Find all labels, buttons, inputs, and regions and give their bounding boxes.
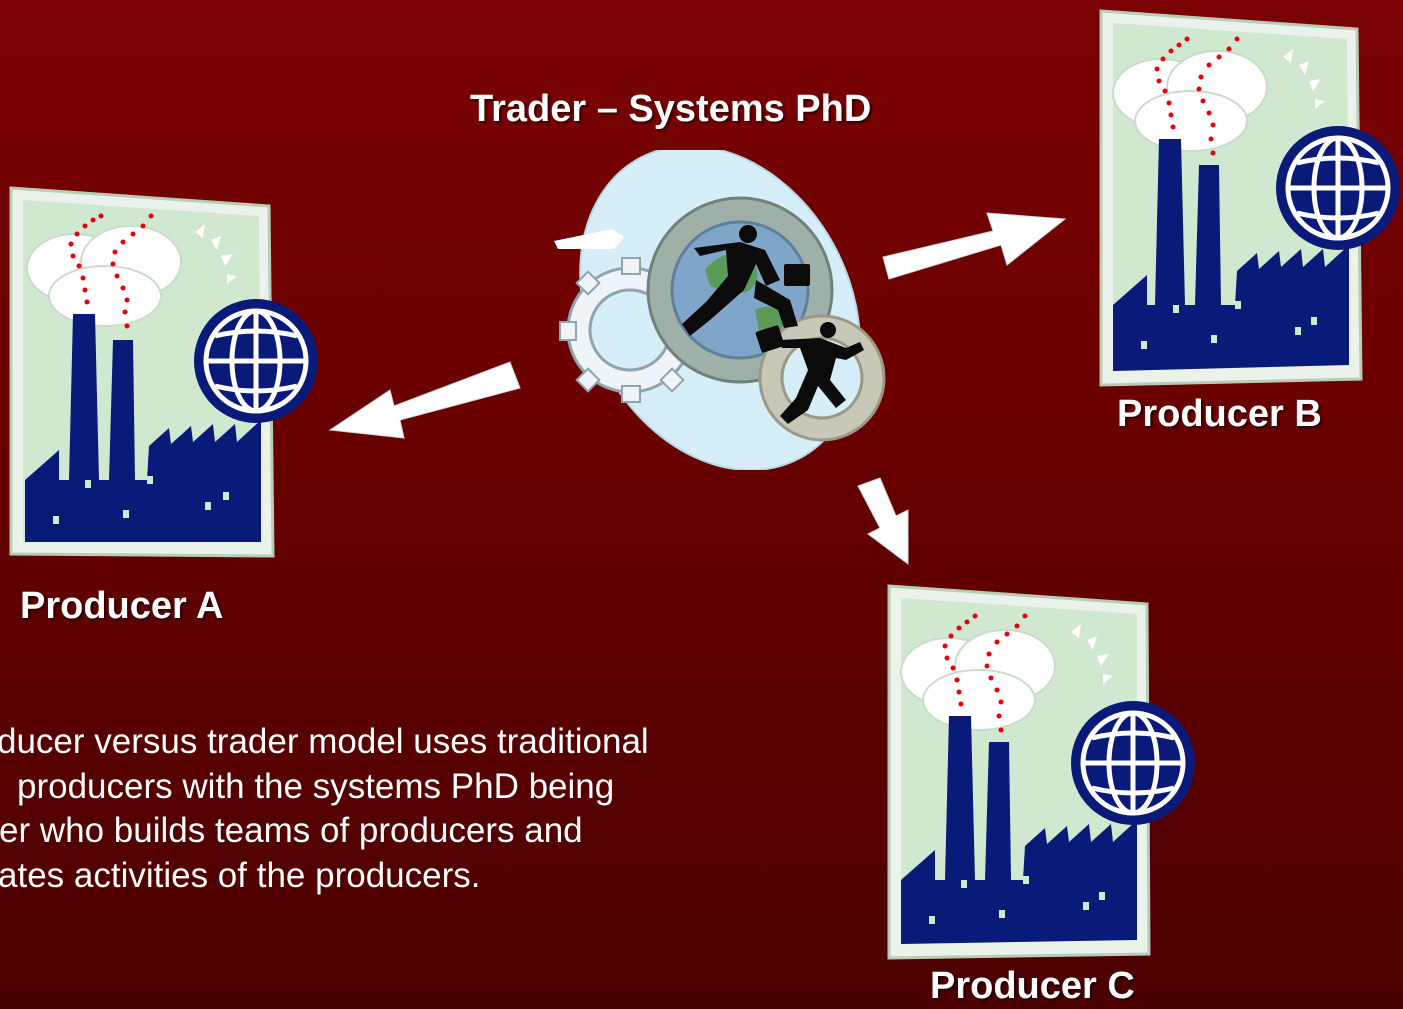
- description-line-4: ates activities of the producers.: [0, 855, 481, 895]
- description-line-3: er who builds teams of producers and: [0, 811, 583, 850]
- globe-icon: [194, 299, 318, 423]
- factory-icon: [1099, 9, 1363, 387]
- factory-icon: [887, 584, 1151, 960]
- arrow-icon: [882, 212, 1067, 280]
- trader-title: Trader – Systems PhD: [470, 88, 872, 130]
- arrow-icon: [857, 477, 909, 565]
- arrow-icon: [328, 361, 521, 439]
- description-text: ducer versus trader model uses tradition…: [0, 720, 997, 898]
- producer-c-factory: [885, 580, 1200, 965]
- producer-a-label: Producer A: [20, 585, 224, 627]
- arrow-icon: [554, 229, 624, 249]
- producer-b-label: Producer B: [1117, 393, 1322, 435]
- globe-icon: [1071, 701, 1195, 825]
- description-line-1: ducer versus trader model uses tradition…: [0, 722, 649, 761]
- producer-b-factory: [1095, 5, 1403, 390]
- business-people-icon: [682, 225, 864, 424]
- trader-illustration: [540, 150, 910, 470]
- description-line-2: producers with the systems PhD being: [17, 766, 615, 806]
- producer-c-label: Producer C: [930, 965, 1135, 1007]
- globe-icon: [1276, 126, 1400, 250]
- factory-icon: [9, 186, 275, 558]
- producer-a-factory: [5, 180, 325, 565]
